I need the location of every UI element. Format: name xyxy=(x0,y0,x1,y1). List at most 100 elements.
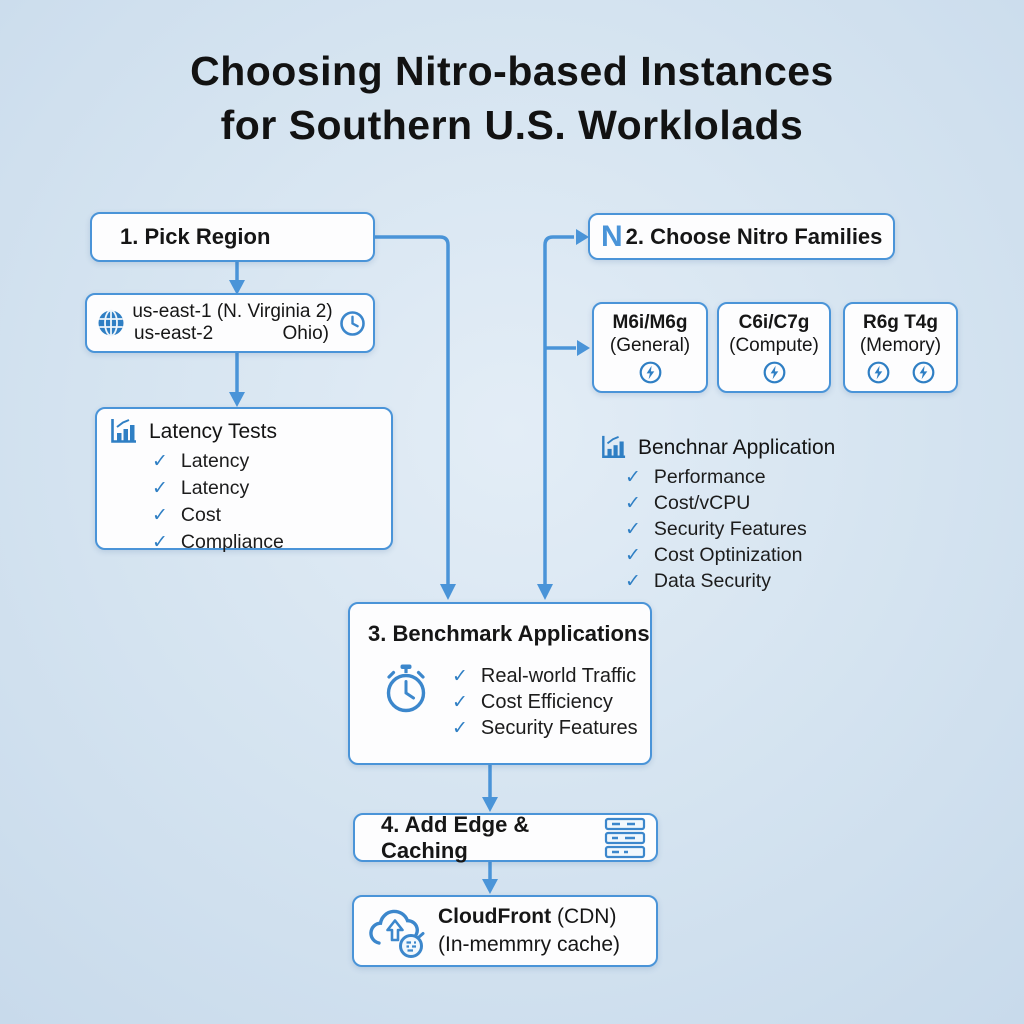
region-line-1: us-east-1 (N. Virginia 2) xyxy=(132,301,333,322)
list-item: ✓ Cost Efficiency xyxy=(452,689,638,715)
list-item: ✓ Data Security xyxy=(625,568,900,594)
list-item-label: Latency xyxy=(180,450,250,472)
globe-icon xyxy=(96,308,126,338)
step1-label: 1. Pick Region xyxy=(120,224,271,249)
lightning-icon xyxy=(639,361,662,384)
check-icon: ✓ xyxy=(452,665,468,687)
list-item: ✓ Cost/vCPU xyxy=(625,490,900,516)
list-item-label: Security Features xyxy=(653,517,807,540)
check-icon: ✓ xyxy=(152,532,168,553)
bar-chart-icon xyxy=(109,418,138,445)
list-item-label: Security Features xyxy=(480,716,638,739)
clock-icon xyxy=(339,310,366,337)
check-icon: ✓ xyxy=(152,505,168,526)
check-icon: ✓ xyxy=(625,518,641,540)
check-icon: ✓ xyxy=(625,544,641,566)
check-icon: ✓ xyxy=(452,717,468,739)
check-icon: ✓ xyxy=(625,570,641,592)
step3-label: 3. Benchmark Applications xyxy=(368,621,650,646)
arrowhead xyxy=(576,229,589,245)
check-icon: ✓ xyxy=(152,451,168,472)
region-text: us-east-1 (N. Virginia 2) us-east-2 Ohio… xyxy=(132,301,333,345)
list-item: ✓ Latency xyxy=(152,448,391,475)
family-box-memory: R6g T4g (Memory) xyxy=(843,302,958,393)
check-icon: ✓ xyxy=(152,478,168,499)
list-item: ✓ Cost xyxy=(152,502,391,529)
latency-items: ✓ Latency ✓ Latency ✓ Cost ✓ Compliance xyxy=(152,448,391,556)
benchmark-criteria-items: ✓ Performance ✓ Cost/vCPU ✓ Security Featur… xyxy=(625,464,900,594)
arrowhead xyxy=(440,584,456,600)
bar-chart-icon xyxy=(600,435,627,460)
cloudfront-title: CloudFront xyxy=(438,904,552,928)
lightning-icon xyxy=(763,361,786,384)
family-type: (Compute) xyxy=(729,334,819,356)
list-item-label: Data Security xyxy=(653,569,771,592)
family-box-compute: C6i/C7g (Compute) xyxy=(717,302,831,393)
stopwatch-icon xyxy=(382,663,430,715)
latency-tests-box: Latency Tests ✓ Latency ✓ Latency ✓ Cost ✓ C… xyxy=(95,407,393,553)
cloudfront-line-2: (In-memmry cache) xyxy=(438,933,621,956)
list-item-label: Real-world Traffic xyxy=(480,664,637,687)
arrow-step1-step3 xyxy=(375,235,450,586)
list-item-label: Compliance xyxy=(180,531,284,553)
list-item: ✓ Real-world Traffic xyxy=(452,663,638,689)
arrowhead xyxy=(537,584,553,600)
list-item: ✓ Security Features xyxy=(625,516,900,542)
list-item-label: Performance xyxy=(653,465,766,488)
server-stack-icon xyxy=(604,817,646,859)
check-icon: ✓ xyxy=(625,492,641,514)
arrowhead xyxy=(229,392,245,407)
list-item: ✓ Cost Optinization xyxy=(625,542,900,568)
family-type: (General) xyxy=(609,334,691,356)
step3-benchmark-box: 3. Benchmark Applications ✓ Real-world Tr… xyxy=(348,602,652,765)
step2-label: 2. Choose Nitro Families xyxy=(625,223,883,249)
family-bolts xyxy=(763,361,786,384)
region-detail-box: us-east-1 (N. Virginia 2) us-east-2 Ohio… xyxy=(85,293,375,353)
family-bolts xyxy=(639,361,662,384)
title-line-1: Choosing Nitro-based Instances xyxy=(190,48,834,94)
family-box-general: M6i/M6g (General) xyxy=(592,302,708,393)
page-title: Choosing Nitro-based Instances for South… xyxy=(0,44,1024,152)
family-name: R6g T4g xyxy=(863,311,938,333)
list-item-label: Latency xyxy=(180,477,250,499)
lightning-icon xyxy=(867,361,890,384)
list-item: ✓ Latency xyxy=(152,475,391,502)
step1-pick-region-box: 1. Pick Region xyxy=(90,212,375,262)
cloud-upload-cache-icon xyxy=(364,900,430,962)
step2-choose-nitro-box: N 2. Choose Nitro Families xyxy=(588,213,895,260)
arrowhead xyxy=(229,280,245,295)
arrowhead xyxy=(577,340,590,356)
check-icon: ✓ xyxy=(625,466,641,488)
region-line2-right: Ohio) xyxy=(282,323,329,344)
arrowhead xyxy=(482,879,498,894)
family-type: (Memory) xyxy=(859,334,942,356)
cloudfront-line-1: CloudFront (CDN) xyxy=(438,903,620,931)
list-item: ✓ Performance xyxy=(625,464,900,490)
arrow-trunk-step2 xyxy=(543,235,574,588)
nitro-n-icon: N xyxy=(601,219,623,253)
cloudfront-suffix: (CDN) xyxy=(556,904,617,928)
family-name: M6i/M6g xyxy=(612,311,688,333)
arrowhead xyxy=(482,797,498,812)
list-item-label: Cost Optinization xyxy=(653,543,803,566)
benchmark-criteria-header: Benchnar Application xyxy=(600,435,900,460)
family-name: C6i/C7g xyxy=(738,311,810,333)
list-item-label: Cost xyxy=(180,504,222,526)
list-item-label: Cost/vCPU xyxy=(653,491,751,514)
title-line-2: for Southern U.S. Worklolads xyxy=(220,102,804,149)
list-item-label: Cost Efficiency xyxy=(480,690,613,713)
list-item: ✓ Security Features xyxy=(452,715,638,741)
region-line2-left: us-east-2 xyxy=(134,323,214,344)
step3-content: ✓ Real-world Traffic ✓ Cost Efficiency ✓ Se… xyxy=(382,663,650,741)
list-item: ✓ Compliance xyxy=(152,529,391,556)
step5-cloudfront-box: CloudFront (CDN) (In-memmry cache) xyxy=(352,895,658,967)
step4-edge-caching-box: 4. Add Edge & Caching xyxy=(353,811,658,863)
check-icon: ✓ xyxy=(452,691,468,713)
family-bolts xyxy=(867,361,935,384)
step4-label: 4. Add Edge & Caching xyxy=(381,811,530,863)
benchmark-criteria-title: Benchnar Application xyxy=(638,435,836,459)
region-line-2: us-east-2 Ohio) xyxy=(132,323,333,345)
latency-title: Latency Tests xyxy=(149,419,278,443)
